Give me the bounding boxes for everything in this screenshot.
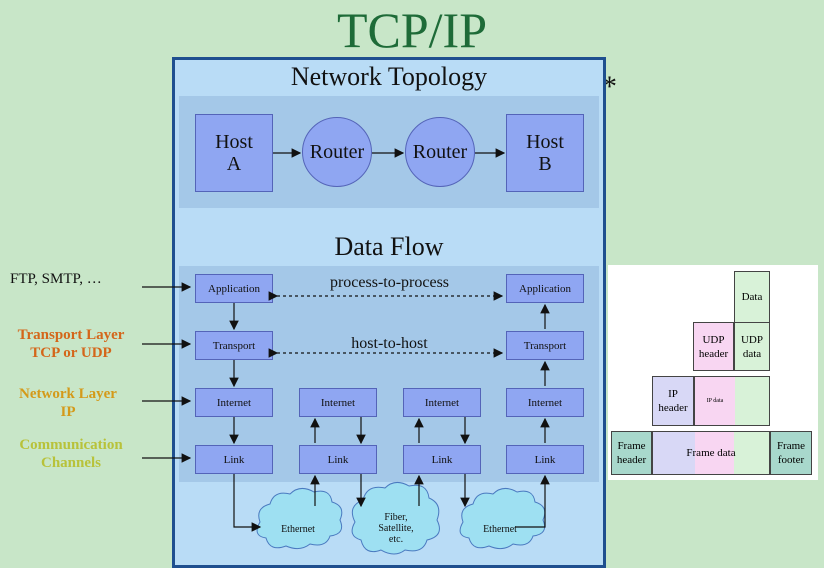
enc-frame-footer: Frame footer [770, 431, 812, 475]
host-to-host-label: host-to-host [351, 335, 428, 352]
host-b-link: Link [506, 445, 584, 474]
label-transport-layer: Transport Layer TCP or UDP [17, 327, 125, 361]
flow-arrows-svg [229, 148, 550, 555]
enc-frame-header: Frame header [611, 431, 652, 475]
router-1-link: Link [299, 445, 377, 474]
host-a-box: Host A [195, 114, 273, 192]
label-network-layer: Network Layer IP [19, 386, 117, 420]
arrow-cloud3-b-link [515, 474, 550, 528]
network-topology-title: Network Topology [290, 62, 488, 91]
enc-frame-data: Frame data [686, 447, 736, 459]
enc-udp-data: UDP data [734, 322, 770, 371]
enc-data: Data [734, 271, 770, 323]
page-title: TCP/IP [336, 2, 488, 58]
host-b-internet: Internet [506, 388, 584, 417]
host-b-application: Application [506, 274, 584, 303]
enc-udp-header: UDP header [693, 322, 734, 371]
cloud-ethernet-1-label: Ethernet [281, 524, 315, 535]
process-to-process-label: process-to-process [329, 274, 450, 291]
left-arrows-svg [142, 282, 192, 463]
host-a-transport: Transport [195, 331, 273, 360]
cloud-fiber-satellite [351, 482, 440, 555]
router-2: Router [405, 117, 475, 187]
label-ftp-smtp: FTP, SMTP, … [10, 271, 102, 287]
cloud-ethernet-1 [256, 488, 343, 550]
enc-ip-header: IP header [652, 376, 694, 426]
host-b-transport: Transport [506, 331, 584, 360]
router-1: Router [302, 117, 372, 187]
host-a-application: Application [195, 274, 273, 303]
tcpip-diagram-panel: Network Topology Host A Router Router Ho… [172, 57, 606, 568]
arrow-a-link-cloud1 [233, 474, 262, 532]
enc-ip-data-tail [735, 376, 770, 426]
enc-frame-data-block [652, 431, 770, 475]
host-a-link: Link [195, 445, 273, 474]
enc-ip-data: IP data [694, 376, 735, 426]
cloud-fiber-label: Fiber, Satellite, etc. [378, 512, 414, 545]
router-1-internet: Internet [299, 388, 377, 417]
label-communication-channels: Communication Channels [19, 437, 123, 471]
host-a-internet: Internet [195, 388, 273, 417]
data-flow-title: Data Flow [334, 232, 444, 261]
router-2-internet: Internet [403, 388, 481, 417]
cloud-ethernet-2-label: Ethernet [483, 524, 517, 535]
cloud-ethernet-2 [459, 488, 546, 550]
host-b-box: Host B [506, 114, 584, 192]
encapsulation-panel: Data UDP header UDP data IP header IP da… [608, 265, 818, 480]
router-2-link: Link [403, 445, 481, 474]
